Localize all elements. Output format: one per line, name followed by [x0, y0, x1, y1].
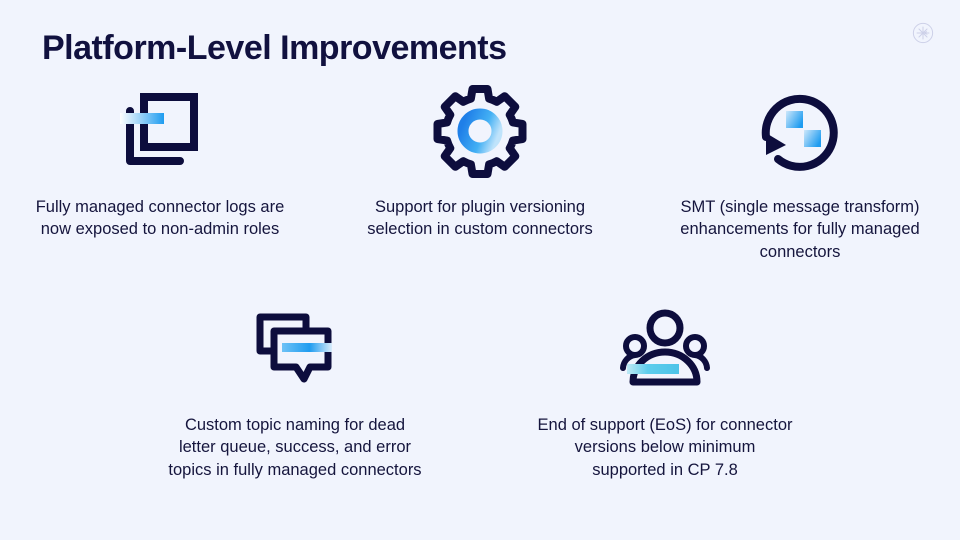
features-row-bottom: Custom topic naming for dead letter queu…	[0, 300, 960, 481]
feature-card-3: SMT (single message transform) enhanceme…	[640, 82, 960, 263]
users-group-icon	[619, 300, 711, 398]
feature-card-5: End of support (EoS) for connector versi…	[510, 300, 820, 481]
copy-squares-icon	[112, 82, 208, 180]
feature-caption-4: Custom topic naming for dead letter queu…	[168, 416, 422, 479]
refresh-circle-arrow-icon	[752, 82, 848, 180]
page-title: Platform-Level Improvements	[42, 29, 507, 67]
spark-circle-logo-icon	[912, 22, 934, 44]
feature-card-2: Support for plugin versioning selection …	[320, 82, 640, 263]
feature-caption-5: End of support (EoS) for connector versi…	[537, 416, 793, 479]
gear-icon	[430, 82, 530, 180]
feature-card-4: Custom topic naming for dead letter queu…	[140, 300, 450, 481]
feature-caption-1: Fully managed connector logs are now exp…	[35, 198, 285, 239]
feature-caption-3: SMT (single message transform) enhanceme…	[680, 198, 920, 261]
feature-card-1: Fully managed connector logs are now exp…	[0, 82, 320, 263]
feature-caption-2: Support for plugin versioning selection …	[367, 198, 593, 239]
features-row-top: Fully managed connector logs are now exp…	[0, 82, 960, 263]
chat-bubbles-icon	[250, 300, 340, 398]
